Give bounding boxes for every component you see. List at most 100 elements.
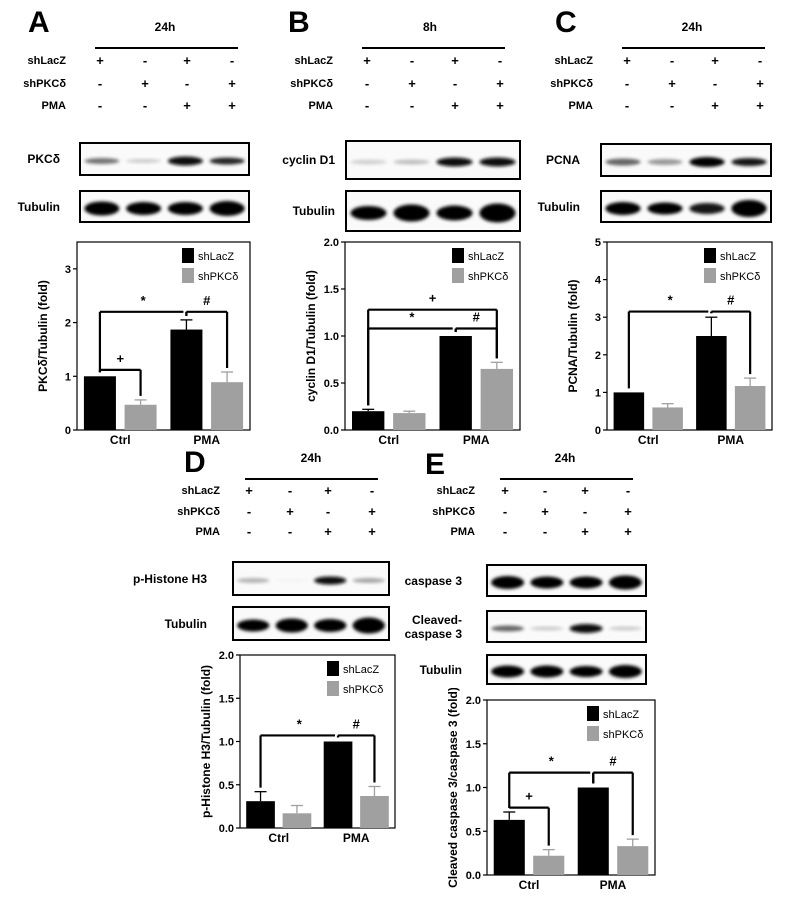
legend-swatch [452, 248, 464, 263]
x-category-label: PMA [717, 433, 744, 444]
blot-label-line: Cleaved- [411, 612, 462, 627]
y-tick-label: 0.0 [466, 870, 481, 882]
treatment-sign: - [502, 524, 508, 539]
y-tick-label: 2.0 [324, 237, 339, 249]
blot-bands [491, 665, 642, 678]
y-axis-label: p-Histone H3/Tubulin (fold) [199, 665, 213, 818]
treatment-sign: - [757, 53, 763, 68]
western-blot-cyclind1 [345, 140, 521, 180]
treatment-sign: - [452, 76, 458, 91]
treatment-sign: + [541, 504, 549, 519]
bar-ctrl-shlacz [493, 819, 525, 875]
legend-label: shPKCδ [343, 684, 383, 696]
western-blot-phistoneh3 [232, 561, 390, 596]
y-axis-label: cyclin D1/Tubulin (fold) [304, 270, 318, 402]
treatment-sign: + [623, 53, 631, 68]
treatment-sign: - [184, 76, 190, 91]
x-category-label: Ctrl [110, 433, 131, 444]
significance-marker: # [727, 293, 735, 308]
legend-swatch [587, 706, 599, 721]
treatment-label-shlacz: shLacZ [554, 55, 593, 67]
treatment-sign: - [364, 98, 370, 113]
panel-letter: B [288, 6, 310, 39]
y-tick-label: 3 [595, 312, 601, 324]
y-tick-label: 1.5 [324, 284, 339, 296]
bar-ctrl-shpkc [533, 855, 565, 875]
y-tick-label: 0.0 [219, 823, 234, 835]
bar-pma-shlacz [170, 329, 203, 430]
blot-label: Tubulin [419, 662, 462, 677]
legend-label: shLacZ [468, 251, 504, 263]
treatment-sign: + [286, 504, 294, 519]
bar-ctrl-shpkc [282, 813, 312, 828]
blot-bands [605, 157, 767, 167]
significance-marker: # [353, 716, 361, 731]
y-tick-label: 4 [595, 275, 602, 287]
bar-pma-shpkc [734, 386, 766, 430]
y-tick-label: 0 [595, 425, 601, 437]
treatment-sign: - [502, 504, 508, 519]
y-axis-label: PKCδ/Tubulin (fold) [36, 280, 50, 392]
blot-label: Cleaved-caspase 3 [372, 613, 462, 641]
panel-letter: E [425, 448, 446, 481]
blot-bands [84, 201, 245, 216]
x-category-label: PMA [463, 433, 490, 444]
x-category-label: Ctrl [378, 433, 399, 444]
western-blot-caspase3 [486, 564, 647, 597]
bar-pma-shlacz [439, 336, 472, 430]
blot-bands [237, 617, 385, 634]
significance-marker: * [141, 293, 147, 308]
legend-label: shLacZ [343, 664, 379, 676]
treatment-sign: + [711, 53, 719, 68]
legend-label: shLacZ [198, 251, 234, 263]
treatment-sign: + [228, 76, 236, 91]
panel-letter: A [28, 6, 50, 39]
treatment-label-pma: PMA [568, 100, 593, 112]
blot-label-line: caspase 3 [404, 626, 462, 641]
bar-pma-shpkc [480, 368, 513, 430]
treatment-sign: - [229, 53, 235, 68]
significance-marker: + [429, 291, 437, 306]
western-blot-tubulin [600, 190, 772, 223]
blot-label: caspase 3 [404, 573, 462, 588]
legend-swatch [704, 268, 716, 283]
treatment-sign: + [324, 483, 332, 498]
bar-pma-shlacz [323, 741, 353, 828]
treatment-sign: + [228, 98, 236, 113]
treatment-label-shpkc: shPKCδ [177, 506, 220, 518]
bar-pma-shlacz [696, 336, 727, 430]
treatment-label-shpkc: shPKCδ [23, 78, 66, 90]
treatment-sign: - [624, 98, 630, 113]
significance-marker: # [203, 293, 211, 308]
treatment-sign: + [408, 76, 416, 91]
time-point-label: 24h [154, 20, 176, 34]
bar-ctrl-shlacz [83, 376, 116, 430]
treatment-sign: - [409, 98, 415, 113]
treatment-label-shlacz: shLacZ [436, 485, 475, 497]
significance-marker: * [668, 293, 674, 308]
treatment-sign: - [325, 504, 331, 519]
treatment-sign: - [369, 483, 375, 498]
treatment-sign: + [711, 98, 719, 113]
blot-label: Tubulin [164, 616, 207, 631]
western-blot-cleavedcaspase3 [486, 610, 647, 643]
treatment-label-pma: PMA [41, 100, 66, 112]
treatment-label-pma: PMA [195, 526, 220, 538]
significance-marker: # [473, 309, 481, 324]
legend-swatch [327, 681, 339, 696]
x-category-label: Ctrl [268, 831, 289, 845]
significance-marker: + [525, 789, 533, 804]
treatment-sign: + [581, 483, 589, 498]
treatment-sign: - [669, 98, 675, 113]
time-bracket-line [500, 478, 633, 480]
treatment-label-pma: PMA [308, 100, 333, 112]
treatment-sign: + [624, 504, 632, 519]
time-point-label: 24h [681, 20, 703, 34]
treatment-sign: - [582, 504, 588, 519]
blot-label: PKCδ [27, 152, 60, 166]
